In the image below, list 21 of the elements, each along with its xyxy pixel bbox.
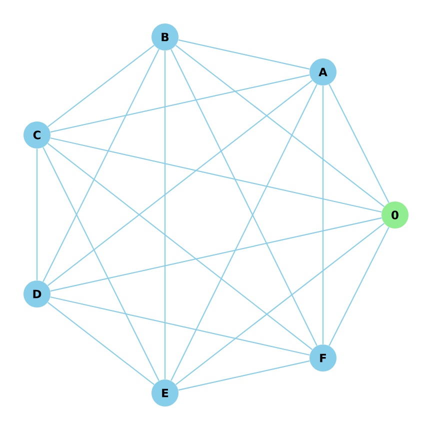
- edge-line: [176, 44, 384, 208]
- edge-line: [50, 296, 310, 356]
- edge-line: [42, 147, 160, 381]
- edge-line: [322, 86, 324, 344]
- edge-line: [47, 142, 313, 350]
- edge-line: [170, 84, 318, 381]
- edge-line: [50, 137, 382, 213]
- edge-line: [170, 49, 318, 346]
- edge-line: [48, 44, 154, 128]
- edge-line: [176, 222, 384, 386]
- edge-line: [328, 226, 390, 346]
- edge-line: [36, 148, 38, 280]
- edge-line: [164, 50, 166, 380]
- edge-line: [50, 74, 310, 133]
- edge-line: [50, 217, 382, 292]
- edge-line: [48, 302, 154, 386]
- edge-line: [328, 84, 390, 204]
- edge-line: [42, 49, 160, 282]
- edge-line: [178, 360, 310, 391]
- edge-line: [47, 80, 313, 286]
- edge-line: [178, 39, 310, 70]
